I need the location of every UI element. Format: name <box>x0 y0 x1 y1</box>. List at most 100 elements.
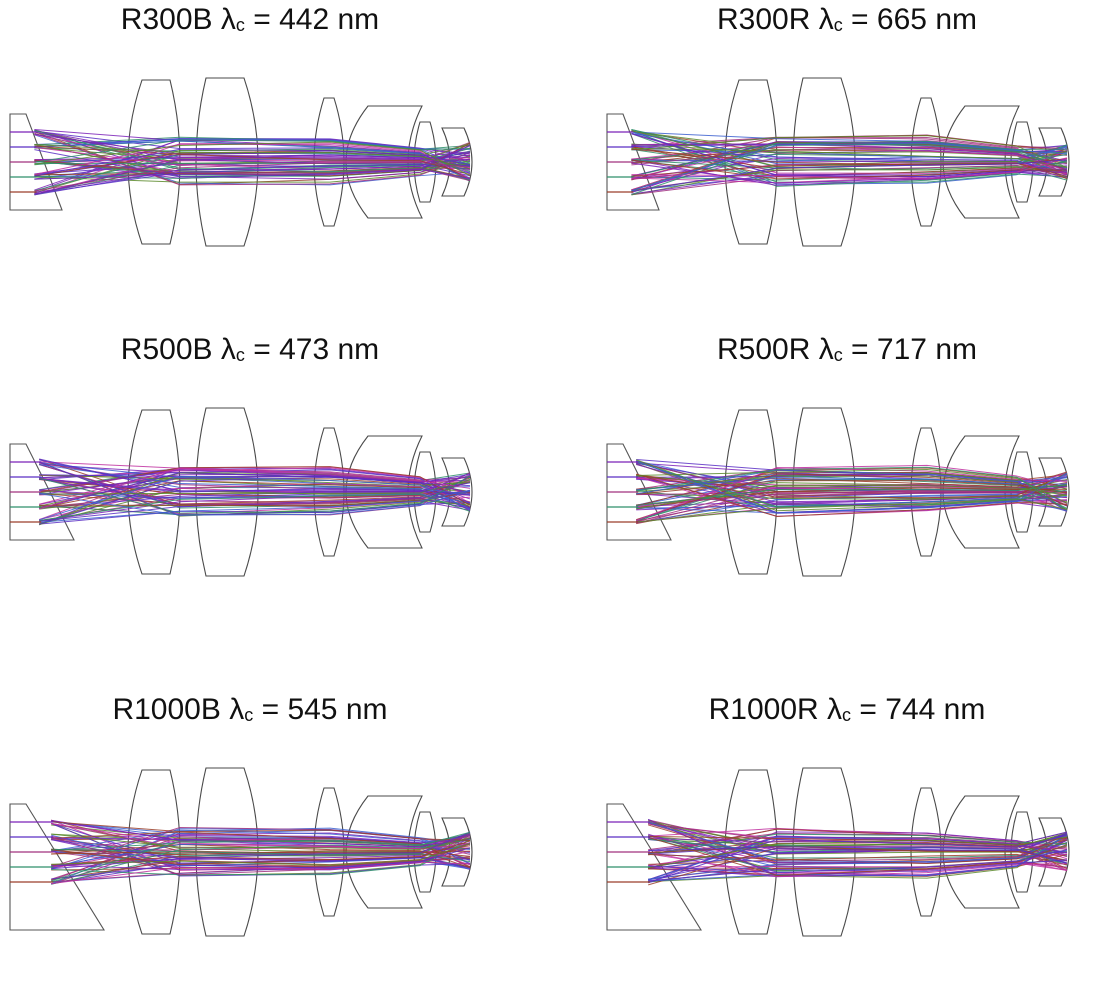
light-ray <box>636 477 1068 491</box>
lens-element <box>792 407 856 577</box>
panel-r1000r: R1000R λc = 744 nm <box>597 690 1094 990</box>
light-ray <box>631 136 1068 172</box>
light-ray <box>39 469 471 491</box>
light-ray <box>631 142 1068 192</box>
lambda-symbol: λ <box>827 693 843 726</box>
wavelength-unit: nm <box>935 3 978 36</box>
lambda-symbol: λ <box>220 333 236 366</box>
central-wavelength: 717 <box>876 333 927 366</box>
light-ray <box>648 832 1068 868</box>
light-ray <box>631 159 1068 180</box>
light-ray <box>636 472 1068 491</box>
lens-element <box>910 787 942 917</box>
light-ray <box>648 837 1068 864</box>
light-ray <box>648 846 1068 864</box>
panel-title: R1000B λc = 545 nm <box>0 690 500 735</box>
panel-r1000b: R1000B λc = 545 nm <box>0 690 500 990</box>
lens-element <box>792 767 856 937</box>
equals-sign: = <box>859 693 877 726</box>
equals-sign: = <box>253 3 271 36</box>
lens-element <box>724 409 778 575</box>
lambda-symbol: λ <box>220 3 236 36</box>
light-ray <box>51 831 471 859</box>
central-wavelength: 665 <box>876 3 927 36</box>
light-ray <box>636 469 1068 504</box>
grating-name: R300B <box>120 3 213 36</box>
light-ray <box>648 836 1068 876</box>
light-ray <box>39 467 471 510</box>
light-ray <box>34 132 471 186</box>
panel-r300b: R300B λc = 442 nm <box>0 0 500 300</box>
lambda-subscript: c <box>833 345 843 365</box>
light-ray <box>648 859 1068 882</box>
lens-element <box>195 77 259 247</box>
central-wavelength: 545 <box>287 693 338 726</box>
light-ray <box>51 823 471 877</box>
light-ray <box>636 487 1068 509</box>
grism-prism <box>9 803 105 931</box>
light-ray <box>636 461 1068 508</box>
light-ray <box>636 460 1068 514</box>
light-ray <box>631 135 1068 168</box>
light-ray <box>51 839 471 883</box>
panel-title: R300B λc = 442 nm <box>0 0 500 45</box>
grating-name: R300R <box>716 3 811 36</box>
lambda-subscript: c <box>244 705 254 725</box>
light-ray <box>631 159 1068 193</box>
light-ray <box>51 840 471 865</box>
light-ray <box>39 479 471 495</box>
light-ray <box>34 139 471 163</box>
lambda-subscript: c <box>842 705 852 725</box>
light-ray <box>34 168 471 180</box>
light-ray <box>51 837 471 861</box>
light-ray <box>34 161 471 192</box>
lambda-subscript: c <box>235 345 245 365</box>
optical-layout <box>9 767 473 937</box>
panel-title: R1000R λc = 744 nm <box>597 690 1094 735</box>
light-ray <box>51 861 471 885</box>
light-ray <box>648 823 1068 850</box>
light-ray <box>648 835 1068 880</box>
lambda-subscript: c <box>833 15 843 35</box>
light-ray <box>34 145 471 194</box>
light-ray <box>51 843 471 866</box>
light-ray <box>636 467 1068 521</box>
light-ray <box>39 478 471 509</box>
light-ray <box>39 474 471 492</box>
light-ray <box>39 463 471 508</box>
light-ray <box>39 458 471 496</box>
light-ray <box>51 822 471 850</box>
light-ray <box>51 821 471 841</box>
central-wavelength: 442 <box>279 3 330 36</box>
light-ray <box>648 851 1068 878</box>
lambda-symbol: λ <box>818 333 834 366</box>
grism-prism <box>9 113 63 211</box>
light-ray <box>39 493 471 521</box>
wavelength-unit: nm <box>935 333 978 366</box>
light-ray <box>51 847 471 880</box>
lens-element <box>127 409 181 575</box>
panel-title: R500B λc = 473 nm <box>0 330 500 375</box>
panel-title: R500R λc = 717 nm <box>597 330 1094 375</box>
light-ray <box>39 473 471 484</box>
light-ray <box>631 147 1068 168</box>
panel-title: R300R λc = 665 nm <box>597 0 1094 45</box>
light-ray <box>51 848 471 863</box>
light-ray <box>636 495 1068 514</box>
optical-layout <box>9 77 473 247</box>
light-ray <box>631 162 1068 184</box>
light-ray <box>34 159 471 183</box>
lens-element <box>724 79 778 245</box>
light-ray <box>39 464 471 506</box>
lens-element <box>1010 811 1034 893</box>
grism-prism <box>9 443 75 541</box>
light-ray <box>636 484 1068 510</box>
light-ray <box>34 128 471 155</box>
grism-prism <box>606 443 672 541</box>
light-ray <box>51 819 471 848</box>
central-wavelength: 473 <box>279 333 330 366</box>
light-ray <box>631 143 1068 170</box>
light-ray <box>39 476 471 525</box>
grating-name: R1000R <box>708 693 819 726</box>
panel-r300r: R300R λc = 665 nm <box>597 0 1094 300</box>
